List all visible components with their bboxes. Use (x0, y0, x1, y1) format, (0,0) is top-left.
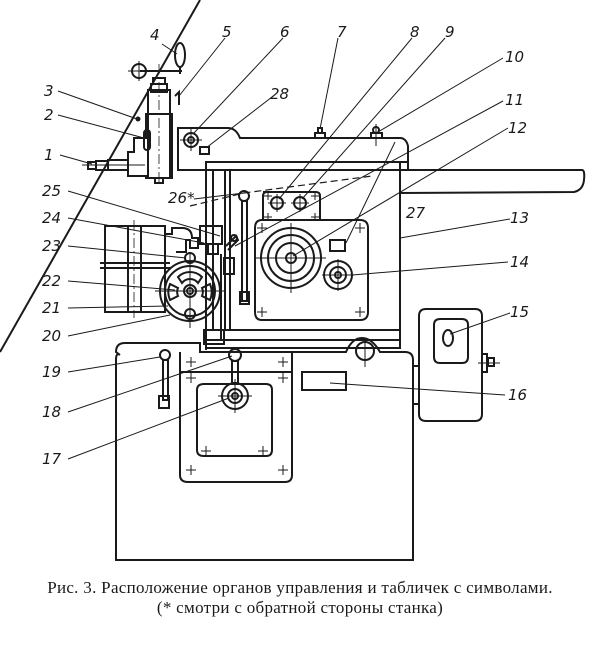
figure-caption: Рис. 3. Расположение органов управления … (47, 578, 553, 597)
callout-labels: 1 2 3 4 5 6 7 8 9 10 11 12 13 14 15 16 1… (42, 23, 529, 468)
callout-22: 22 (42, 272, 61, 290)
levers-23-25 (199, 225, 240, 340)
knob-6 (180, 129, 202, 151)
callout-20: 20 (42, 327, 61, 345)
callout-3: 3 (44, 82, 54, 100)
work-table (399, 169, 586, 194)
callout-24: 24 (42, 209, 61, 227)
lever-2-slot (143, 129, 151, 151)
callout-15: 15 (510, 303, 529, 321)
callout-5: 5 (222, 23, 232, 41)
base-door-panel (179, 352, 293, 483)
leader-lines (57, 37, 511, 460)
handwheel-4 (128, 42, 186, 81)
callout-8: 8 (410, 23, 420, 41)
knob-3 (135, 116, 141, 122)
lever-18 (228, 348, 242, 384)
lever-26 (238, 190, 250, 305)
gearbox-panel (254, 191, 369, 321)
callout-12: 12 (508, 119, 527, 137)
callout-7: 7 (337, 23, 347, 41)
plate-27 (329, 239, 346, 252)
callout-1: 1 (44, 146, 54, 164)
side-housing (100, 220, 199, 318)
callout-13: 13 (510, 209, 529, 227)
dial-12 (256, 223, 326, 293)
nut-10 (370, 124, 383, 146)
knob-9 (291, 194, 309, 212)
plate-16 (301, 371, 347, 391)
nut-7 (314, 127, 326, 139)
callout-16: 16 (508, 386, 527, 404)
callout-28: 28 (270, 85, 289, 103)
callout-26: 26* (168, 189, 195, 207)
knob-17 (218, 379, 252, 413)
callout-2: 2 (44, 106, 54, 124)
machine-tool-drawing: 1 2 3 4 5 6 7 8 9 10 11 12 13 14 15 16 1… (0, 0, 586, 561)
callout-18: 18 (42, 403, 61, 421)
machine-base (0, 0, 414, 561)
plate-28 (199, 146, 210, 155)
callout-25: 25 (42, 182, 61, 200)
overarm (177, 127, 409, 171)
callout-9: 9 (445, 23, 455, 41)
callout-23: 23 (42, 237, 61, 255)
knob-14 (322, 259, 354, 291)
callout-19: 19 (42, 363, 61, 381)
callout-6: 6 (280, 23, 290, 41)
knob-8 (268, 194, 286, 212)
callout-10: 10 (505, 48, 524, 66)
callout-21: 21 (42, 299, 61, 317)
base-top-knob (355, 338, 375, 367)
callout-4: 4 (150, 26, 160, 44)
callout-14: 14 (510, 253, 529, 271)
lever-5 (174, 89, 180, 105)
callout-11: 11 (505, 91, 524, 109)
spindle-1 (82, 159, 145, 171)
callout-27: 27 (406, 204, 426, 222)
figure-caption-note: (* смотри с обратной стороны станка) (156, 598, 444, 617)
callout-17: 17 (42, 450, 62, 468)
spindle-head (127, 64, 173, 184)
electrical-box-15 (412, 308, 500, 422)
